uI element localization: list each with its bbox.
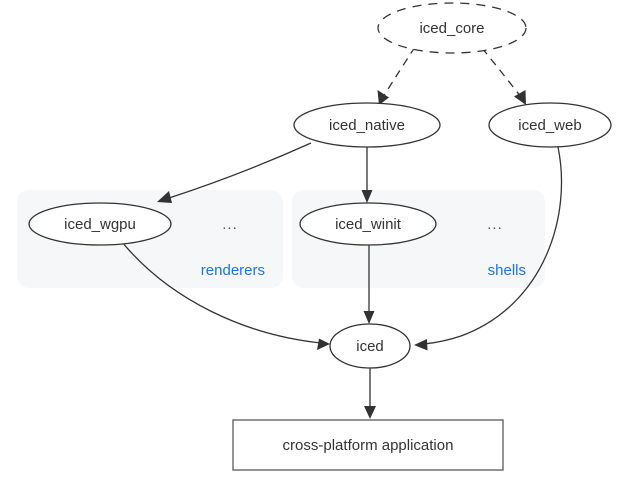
node-application-label: cross-platform application <box>283 437 454 454</box>
edge-core-to-web <box>481 47 526 105</box>
edge-core-to-web-path <box>481 47 522 98</box>
node-iced-wgpu-label: iced_wgpu <box>64 216 136 233</box>
edge-wgpu-to-iced-path <box>121 241 322 344</box>
node-iced[interactable]: iced <box>329 323 411 369</box>
node-iced-shape[interactable] <box>329 323 411 369</box>
node-iced-winit[interactable]: iced_winit <box>299 202 437 246</box>
node-application-shape[interactable] <box>232 419 504 471</box>
node-iced-web-label: iced_web <box>518 117 581 134</box>
edge-wgpu-to-iced-arrowhead <box>317 338 330 350</box>
edge-native-to-winit <box>361 147 373 203</box>
node-iced-wgpu-shape[interactable] <box>28 202 172 246</box>
edge-core-to-native <box>377 46 416 105</box>
shells-more-ellipsis: ... <box>487 216 503 233</box>
edge-native-to-wgpu-path <box>165 142 312 200</box>
edge-web-to-iced-arrowhead <box>414 339 428 351</box>
node-iced-native-label: iced_native <box>329 117 405 134</box>
edge-core-to-native-arrowhead <box>377 90 389 105</box>
edge-core-to-native-path <box>382 46 416 98</box>
node-iced-wgpu[interactable]: iced_wgpu <box>28 202 172 246</box>
edge-winit-to-iced-arrowhead <box>363 311 375 324</box>
renderers-more-ellipsis: ... <box>222 216 238 233</box>
node-iced-core[interactable]: iced_core <box>377 2 527 54</box>
node-iced-winit-label: iced_winit <box>335 216 402 233</box>
edge-iced-to-application <box>364 368 376 419</box>
node-iced-web-shape[interactable] <box>488 102 612 148</box>
node-iced-core-label: iced_core <box>419 20 484 37</box>
node-iced-winit-shape[interactable] <box>299 202 437 246</box>
node-iced-web[interactable]: iced_web <box>488 102 612 148</box>
node-iced-native[interactable]: iced_native <box>293 102 441 148</box>
node-application[interactable]: cross-platform application <box>232 419 504 471</box>
cluster-renderers-label: renderers <box>201 262 265 279</box>
edge-web-to-iced-path <box>423 146 563 345</box>
edge-winit-to-iced <box>363 245 375 324</box>
node-iced-label: iced <box>356 338 384 355</box>
cluster-shells-label: shells <box>488 262 526 279</box>
edge-web-to-iced <box>414 146 563 351</box>
edge-core-to-web-arrowhead <box>514 90 526 105</box>
node-iced-native-shape[interactable] <box>293 102 441 148</box>
edge-native-to-wgpu-arrowhead <box>157 191 172 203</box>
node-iced-core-shape[interactable] <box>377 2 527 54</box>
edge-wgpu-to-iced <box>121 241 330 350</box>
edge-native-to-wgpu <box>157 142 312 203</box>
edge-iced-to-application-arrowhead <box>364 406 376 419</box>
edge-native-to-winit-arrowhead <box>361 190 373 203</box>
